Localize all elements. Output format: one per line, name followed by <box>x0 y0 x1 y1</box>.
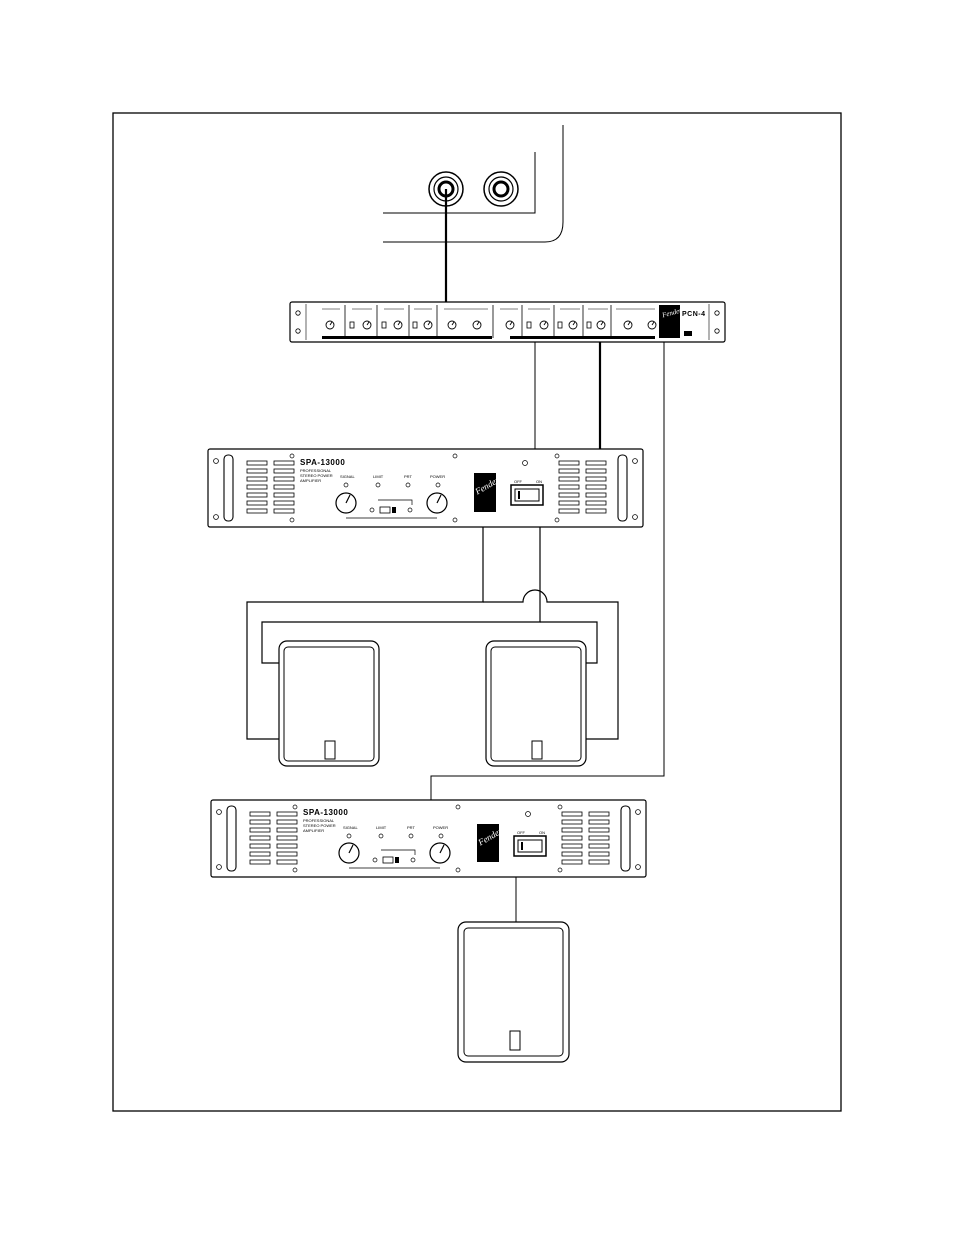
amp-top-switch-on: ON <box>536 479 542 484</box>
amp-top-switch-off: OFF <box>514 479 523 484</box>
mixer-output-jack-right <box>483 171 519 207</box>
amp-top-label-prt: PRT <box>404 474 412 479</box>
cable-amp-to-speaker-inner-right <box>540 621 598 664</box>
amp-top-model-label: SPA-13000 <box>300 458 345 467</box>
mixer-output-panel <box>383 125 564 243</box>
amplifier-bottom: SPA-13000 PROFESSIONAL STEREO POWER AMPL… <box>210 799 647 878</box>
amp-bottom-switch-off: OFF <box>517 830 526 835</box>
diagram-frame <box>112 112 842 1112</box>
amp-bottom-subtitle-3: AMPLIFIER <box>303 828 324 833</box>
cables <box>246 189 665 922</box>
amp-top-label-limit: LIMIT <box>373 474 384 479</box>
cable-crossover-to-amp-bottom <box>430 342 665 800</box>
amp-bottom-label-prt: PRT <box>407 825 415 830</box>
amp-bottom-logo-panel <box>477 824 499 862</box>
speaker-left-port <box>324 740 336 760</box>
amp-bottom-subtitle-1: PROFESSIONAL <box>303 818 335 823</box>
subwoofer <box>457 921 570 1063</box>
amp-bottom-label-power: POWER <box>433 825 448 830</box>
speaker-right-port <box>531 740 543 760</box>
crossover-unit: Fender PCN-4 <box>289 301 726 343</box>
amplifier-top: SPA-13000 PROFESSIONAL STEREO POWER AMPL… <box>207 448 644 528</box>
speaker-right <box>485 640 587 767</box>
cable-amp-to-speaker-outer <box>246 527 484 740</box>
crossover-model-label: PCN-4 <box>682 311 706 318</box>
crossover-logo-panel <box>659 305 680 338</box>
amp-bottom-label-signal: SIGNAL <box>343 825 358 830</box>
cable-amp-to-speaker-outer-right <box>483 589 619 740</box>
amp-bottom-label-limit: LIMIT <box>376 825 387 830</box>
amp-top-subtitle-2: STEREO POWER <box>300 473 333 478</box>
subwoofer-port <box>509 1030 521 1051</box>
amp-top-label-signal: SIGNAL <box>340 474 355 479</box>
amp-bottom-subtitle-2: STEREO POWER <box>303 823 336 828</box>
amp-top-subtitle-1: PROFESSIONAL <box>300 468 332 473</box>
amp-bottom-model-label: SPA-13000 <box>303 808 348 817</box>
amp-top-logo-panel <box>474 473 496 512</box>
cable-amp-to-speaker-inner <box>261 527 541 664</box>
amp-bottom-switch-on: ON <box>539 830 545 835</box>
speaker-left <box>278 640 380 767</box>
amp-top-subtitle-3: AMPLIFIER <box>300 478 321 483</box>
amp-top-label-power: POWER <box>430 474 445 479</box>
